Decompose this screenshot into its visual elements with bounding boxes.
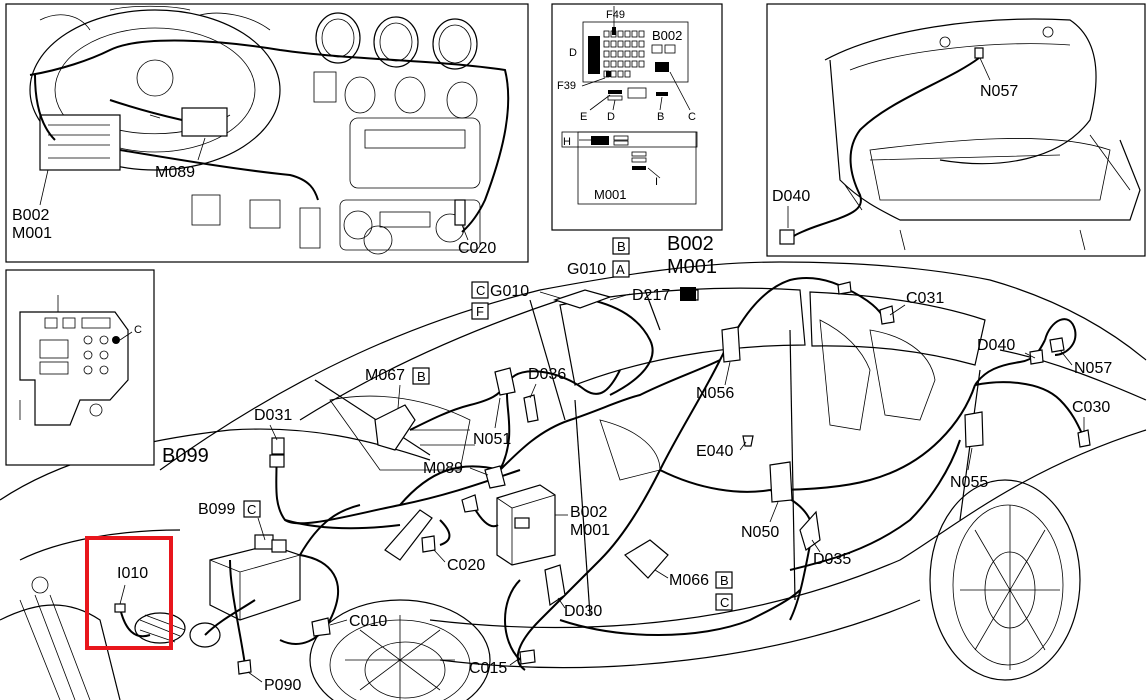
d217-symbol-icon (680, 287, 696, 301)
label-c031: C031 (906, 290, 944, 307)
box-m067 (412, 367, 430, 385)
label-n056: N056 (696, 385, 734, 402)
label-e040: E040 (696, 443, 733, 460)
label-m066: M066 (669, 572, 709, 589)
label-d2-fuse: D (607, 111, 615, 123)
highlight-rectangle (85, 536, 173, 650)
label-n055: N055 (950, 474, 988, 491)
label-b002: B002 (570, 504, 607, 521)
headlamp (134, 612, 221, 648)
label-b-header: B (617, 239, 626, 254)
label-d030: D030 (564, 603, 602, 620)
inset-trunk (766, 3, 1146, 257)
label-b099-box: C (247, 502, 256, 517)
label-c030: C030 (1072, 399, 1110, 416)
car-body-outline (0, 261, 1147, 700)
label-e-fuse: E (580, 111, 587, 123)
inset-dashboard (5, 3, 529, 263)
main-wiring-harness (119, 277, 1086, 671)
label-n057: N057 (1074, 360, 1112, 377)
label-m066-box: B (720, 573, 729, 588)
connectors (114, 281, 1091, 675)
label-m001: M001 (570, 522, 610, 539)
label-b099: B099 (198, 501, 235, 518)
label-n051: N051 (473, 431, 511, 448)
label-m001-dash: M001 (12, 225, 52, 242)
label-d-fuse: D (569, 47, 577, 59)
label-c020-dash: C020 (458, 240, 496, 257)
label-m089: M089 (423, 460, 463, 477)
label-b099-title: B099 (162, 445, 209, 467)
label-d031: D031 (254, 407, 292, 424)
box-c-g010 (471, 281, 489, 299)
battery (209, 534, 301, 621)
label-n050: N050 (741, 524, 779, 541)
label-g010a: G010 (567, 261, 606, 278)
box-m066 (715, 571, 733, 589)
label-b002-dash: B002 (12, 207, 49, 224)
label-h-fuse: H (563, 136, 571, 148)
box-b099 (243, 500, 261, 518)
label-c-box: C (476, 283, 485, 298)
label-a-box: A (616, 262, 625, 277)
label-c015: C015 (469, 660, 507, 677)
label-d036: D036 (528, 366, 566, 383)
box-b-header (612, 237, 630, 255)
label-m089-dash: M089 (155, 164, 195, 181)
duct (384, 509, 433, 561)
inset-fuse (551, 3, 723, 231)
label-m001-header: M001 (667, 256, 717, 278)
label-c-fuse: C (688, 111, 696, 123)
label-m066-box2: C (720, 595, 729, 610)
label-c020: C020 (447, 557, 485, 574)
label-i010: I010 (117, 565, 148, 582)
label-f-box: F (476, 304, 484, 319)
label-g010: G010 (490, 283, 529, 300)
label-d040: D040 (977, 337, 1015, 354)
label-d035: D035 (813, 551, 851, 568)
label-d040-trunk: D040 (772, 188, 810, 205)
label-c-b099: C (134, 324, 142, 336)
label-m067: M067 (365, 367, 405, 384)
box-f (471, 302, 489, 320)
m067-module (374, 404, 416, 451)
label-i-fuse: I (655, 176, 658, 188)
label-b002-header: B002 (667, 233, 714, 255)
label-d217: D217 (632, 287, 670, 304)
b002-box-main (496, 484, 556, 566)
label-n057-trunk: N057 (980, 83, 1018, 100)
m066-module (624, 539, 669, 579)
label-b-fuse: B (657, 111, 664, 123)
label-c010: C010 (349, 613, 387, 630)
label-f49: F49 (606, 9, 625, 21)
box-m066-2 (715, 593, 733, 611)
inset-b099 (5, 269, 155, 466)
label-b002-fuse: B002 (652, 28, 682, 43)
label-p090: P090 (264, 677, 301, 694)
label-f39: F39 (557, 80, 576, 92)
label-m067-box: B (417, 369, 426, 384)
label-m001-fuse: M001 (594, 187, 627, 202)
box-a (612, 260, 630, 278)
